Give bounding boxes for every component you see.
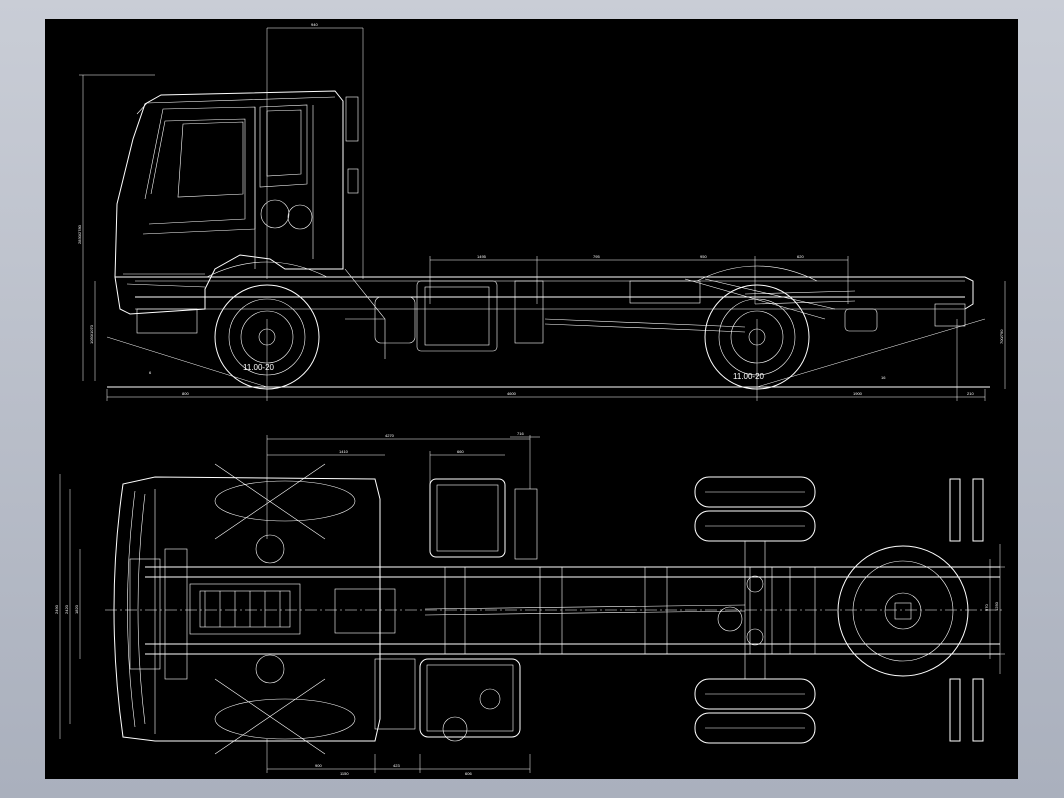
side-view: 940 1495 795 950 620 2830/2780 1050/1070…: [77, 22, 1006, 401]
front-tire-label: 11.00-20: [243, 363, 275, 372]
dim-left-width-2: 2420: [64, 604, 69, 614]
tanks-top: [374, 478, 538, 742]
dim-top-view-3: 660: [457, 449, 464, 454]
dim-bottom-front-overhang: 800: [182, 391, 189, 396]
dim-left-width-1: 2490: [54, 604, 59, 614]
dim-top-cab: 940: [311, 22, 318, 27]
angle-front: 6: [149, 370, 152, 375]
dim-bottom-view-2: 1150: [340, 771, 349, 776]
dim-right-width-2: 1250: [994, 601, 999, 611]
dim-right-height: 700/790: [999, 329, 1004, 344]
dim-bottom-end: 210: [967, 391, 974, 396]
dim-top-3: 950: [700, 254, 707, 259]
truck-chassis-drawing: 940 1495 795 950 620 2830/2780 1050/1070…: [54, 22, 1006, 776]
dim-top-4: 620: [797, 254, 804, 259]
dim-bottom-view-3: 423: [393, 763, 400, 768]
dim-left-lower: 1050/1070: [89, 324, 94, 344]
side-components: [344, 268, 966, 359]
dim-bottom-rear-overhang: 1900: [853, 391, 863, 396]
rear-tire-label: 11.00-20: [733, 372, 765, 381]
dim-top-2: 795: [593, 254, 600, 259]
dim-bottom-view-1: 900: [315, 763, 322, 768]
cab-top: [113, 463, 381, 755]
frame-rails-top: [105, 566, 1005, 655]
dim-top-view-4: 716: [517, 431, 524, 436]
rear-bumper-top: [945, 478, 1005, 742]
dim-bottom-wheelbase: 4600: [507, 391, 517, 396]
angle-rear: 16: [881, 375, 886, 380]
dim-right-width-1: 970: [984, 604, 989, 611]
dim-top-view-2: 1410: [339, 449, 349, 454]
front-wheel: 11.00-20: [206, 261, 328, 390]
dim-bottom-view-4: 606: [465, 771, 472, 776]
cad-drawing-canvas: 940 1495 795 950 620 2830/2780 1050/1070…: [45, 19, 1018, 779]
rear-tires-top: [694, 476, 816, 744]
dim-top-1: 1495: [477, 254, 487, 259]
cab-side: [114, 90, 359, 334]
rear-wheel: 11.00-20: [696, 265, 818, 390]
dim-left-width-3: 1820: [74, 604, 79, 614]
dim-top-view-1: 4270: [385, 433, 395, 438]
engine-block: [129, 534, 396, 684]
spare-wheel-top: [837, 545, 969, 677]
dim-left-height: 2830/2780: [77, 224, 82, 244]
frame-rail: [115, 276, 974, 310]
top-view: 4270 1410 660 716 2490 2420 1820 970 125…: [54, 431, 1005, 776]
